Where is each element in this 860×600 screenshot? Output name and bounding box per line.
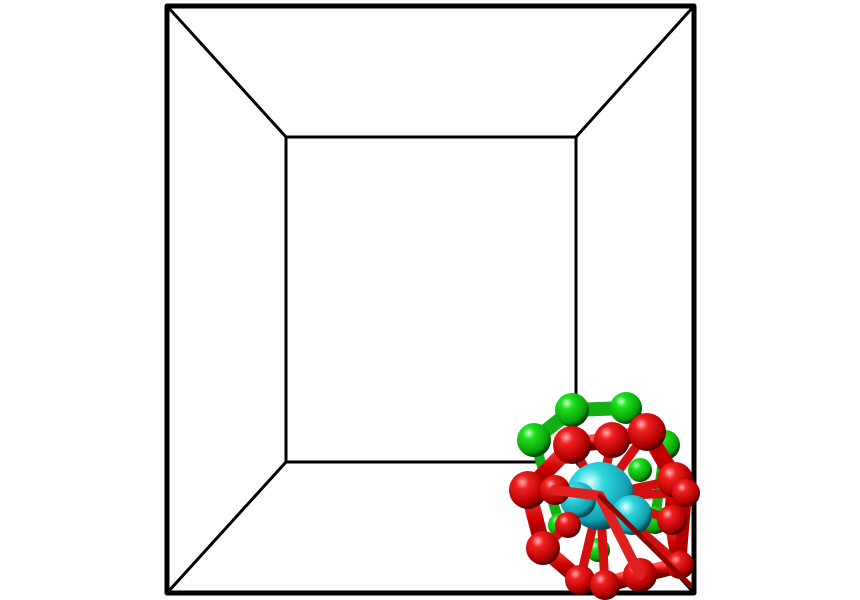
cell-front-face — [164, 3, 697, 596]
cell-edge-bottom-left — [165, 460, 288, 595]
red-atom — [590, 570, 620, 600]
red-atom — [657, 505, 687, 535]
red-atom — [509, 471, 547, 509]
green-atom — [517, 423, 551, 457]
red-atom — [555, 512, 581, 538]
cell-edge-top-left — [165, 4, 288, 139]
red-atom — [628, 413, 666, 451]
bond-front — [550, 485, 605, 501]
green-atom — [610, 392, 642, 424]
red-atom — [594, 422, 630, 458]
red-atom — [565, 565, 595, 595]
red-atom — [666, 551, 694, 579]
green-atom — [628, 458, 652, 482]
cell-edge-top-right — [574, 4, 696, 139]
red-atom — [672, 479, 700, 507]
red-atom — [553, 426, 591, 464]
bond-front — [597, 493, 693, 588]
central-atom-overlap — [612, 495, 652, 535]
red-atom — [526, 531, 560, 565]
bond-front — [595, 491, 645, 580]
cell-back-face — [284, 135, 578, 464]
green-atom — [555, 393, 589, 427]
molecular-cluster[interactable] — [509, 392, 700, 600]
unit-cell — [164, 3, 697, 596]
